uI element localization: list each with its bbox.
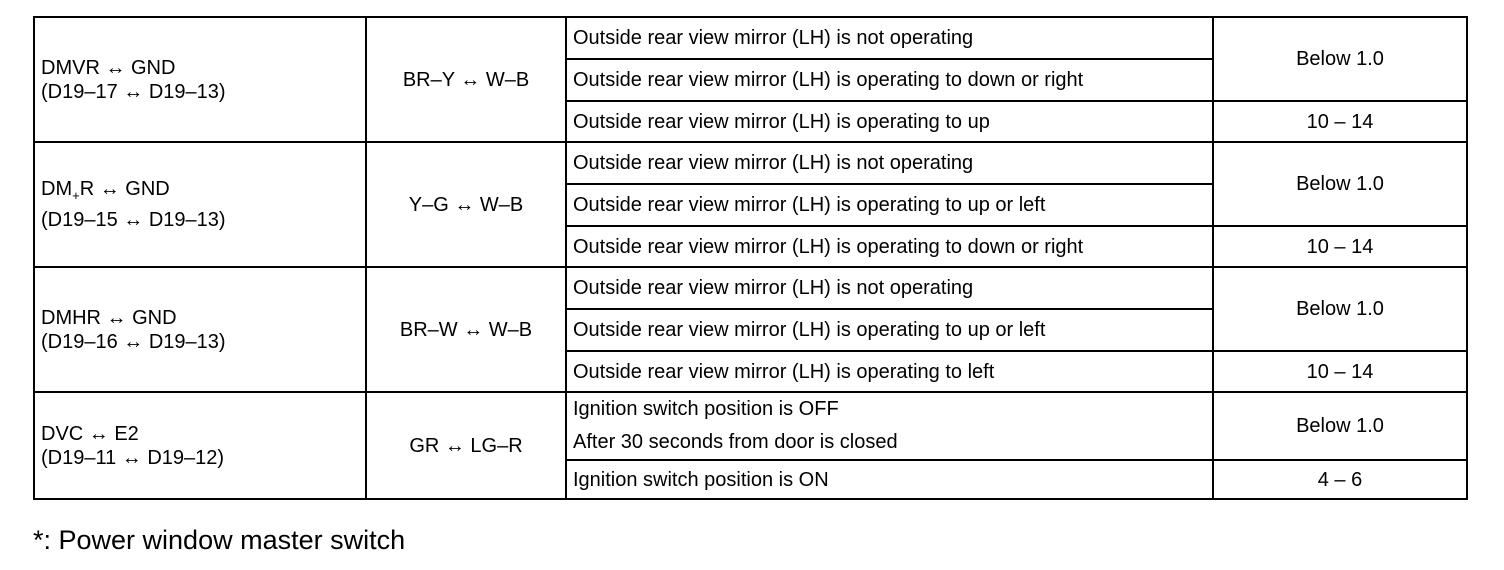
table-row: DMHR ↔ GND (D19–16 ↔ D19–13) BR–W ↔ W–B … (33, 266, 1468, 393)
wiring-color-cell: BR–Y ↔ W–B (365, 16, 567, 143)
condition-cell: Outside rear view mirror (LH) is not ope… (565, 141, 1214, 185)
terminal-name: DVC ↔ E2 (41, 422, 139, 445)
condition-cell: Outside rear view mirror (LH) is operati… (565, 350, 1214, 393)
table-row: Outside rear view mirror (LH) is operati… (34, 183, 1467, 227)
terminal-pins: (D19–11 ↔ D19–12) (41, 446, 225, 469)
terminal-cell: DMHR ↔ GND (D19–16 ↔ D19–13) (33, 266, 367, 393)
terminal-pins: (D19–16 ↔ D19–13) (41, 330, 226, 353)
terminal-name: DM+R ↔ GND (41, 178, 170, 203)
table-row: DMVR ↔ GND (D19–17 ↔ D19–13) BR–Y ↔ W–B … (33, 16, 1468, 143)
wiring-color-cell: BR–W ↔ W–B (365, 266, 567, 393)
table-row: Ignition switch position is ON 4 – 6 (34, 459, 1468, 500)
spec-cell: 10 – 14 (1212, 225, 1468, 268)
condition-cell: Outside rear view mirror (LH) is operati… (565, 100, 1214, 143)
table-row: Outside rear view mirror (LH) is operati… (34, 350, 1468, 393)
condition-cell: Outside rear view mirror (LH) is operati… (565, 183, 1214, 227)
spec-cell: 10 – 14 (1212, 350, 1468, 393)
spec-cell: Below 1.0 (1212, 141, 1468, 227)
condition-line: Ignition switch position is OFF (573, 398, 839, 420)
terminal-pins: (D19–15 ↔ D19–13) (41, 209, 226, 231)
terminal-cell: DM+R ↔ GND (D19–15 ↔ D19–13) (33, 141, 367, 268)
condition-cell: Outside rear view mirror (LH) is operati… (565, 58, 1214, 102)
table-row: Outside rear view mirror (LH) is operati… (34, 58, 1467, 102)
condition-cell: Outside rear view mirror (LH) is operati… (565, 225, 1214, 268)
wiring-color-cell: Y–G ↔ W–B (365, 141, 567, 268)
spec-cell: Below 1.0 (1212, 266, 1468, 352)
condition-cell: Outside rear view mirror (LH) is not ope… (565, 266, 1214, 310)
spec-cell: Below 1.0 (1212, 16, 1468, 102)
inspection-table: DMVR ↔ GND (D19–17 ↔ D19–13) BR–Y ↔ W–B … (33, 16, 1468, 500)
condition-cell: Outside rear view mirror (LH) is operati… (565, 308, 1214, 352)
terminal-name: DMVR ↔ GND (41, 56, 176, 79)
terminal-cell: DMVR ↔ GND (D19–17 ↔ D19–13) (33, 16, 367, 143)
spec-cell: 4 – 6 (1212, 459, 1468, 500)
wiring-color-cell: GR ↔ LG–R (365, 391, 567, 500)
terminal-pins: (D19–17 ↔ D19–13) (41, 80, 226, 103)
condition-cell: Ignition switch position is ON (565, 459, 1214, 500)
condition-cell: Outside rear view mirror (LH) is not ope… (565, 16, 1214, 60)
table-row: DVC ↔ E2 (D19–11 ↔ D19–12) GR ↔ LG–R Ign… (33, 391, 1468, 500)
spec-cell: Below 1.0 (1212, 391, 1468, 461)
table-row: DM+R ↔ GND (D19–15 ↔ D19–13) Y–G ↔ W–B O… (33, 141, 1468, 268)
terminal-name: DMHR ↔ GND (41, 306, 177, 329)
terminal-subscript: + (72, 188, 80, 203)
table-row: Outside rear view mirror (LH) is operati… (34, 100, 1468, 143)
table-row: Outside rear view mirror (LH) is operati… (34, 308, 1467, 352)
condition-line: After 30 seconds from door is closed (573, 431, 898, 453)
condition-cell: Ignition switch position is OFF After 30… (565, 391, 1214, 461)
footnote: *: Power window master switch (33, 525, 406, 555)
spec-cell: 10 – 14 (1212, 100, 1468, 143)
terminal-cell: DVC ↔ E2 (D19–11 ↔ D19–12) (33, 391, 367, 500)
table-row: Outside rear view mirror (LH) is operati… (34, 225, 1468, 268)
